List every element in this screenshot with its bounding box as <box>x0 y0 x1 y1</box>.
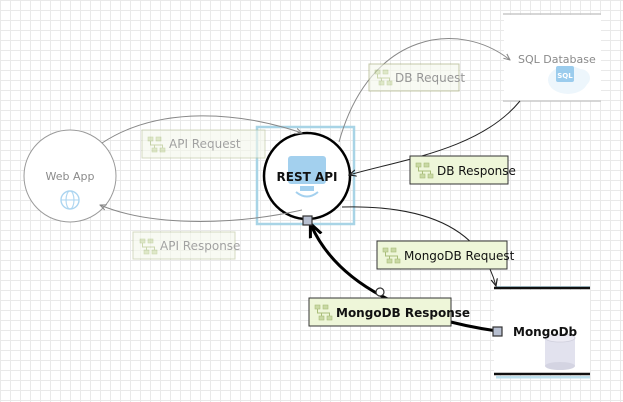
web-app-label: Web App <box>46 170 95 183</box>
sql-database-icon: SQL <box>548 66 590 94</box>
db-request-label: DB Request <box>395 71 465 85</box>
api-response-label: API Response <box>160 239 240 253</box>
db-response-flow-label[interactable]: DB Response <box>409 155 516 185</box>
connector-handle-start[interactable] <box>302 215 313 226</box>
mongodb-response-flow-label[interactable]: MongoDB Response <box>308 297 470 327</box>
sql-database-node[interactable]: SQL SQL Database <box>503 13 601 102</box>
database-cylinder-icon <box>544 333 576 370</box>
svg-text:SQL: SQL <box>557 72 573 80</box>
db-request-flow-label[interactable]: DB Request <box>368 63 465 92</box>
mongodb-request-label: MongoDB Request <box>404 249 515 263</box>
db-response-connector[interactable] <box>349 100 521 175</box>
mongodb-response-label: MongoDB Response <box>336 306 470 320</box>
rest-api-label: REST API <box>277 170 338 184</box>
monitor-icon <box>288 156 326 198</box>
db-response-label: DB Response <box>437 164 516 178</box>
mongodb-request-flow-label[interactable]: MongoDB Request <box>376 240 515 270</box>
api-request-flow-label[interactable]: API Request <box>141 129 266 159</box>
sql-database-label: SQL Database <box>518 53 596 66</box>
connector-handle-end[interactable] <box>492 326 503 337</box>
mongodb-node[interactable]: MongoDb <box>494 286 590 379</box>
web-app-circle <box>23 129 117 223</box>
db-request-connector[interactable] <box>338 38 510 143</box>
connector-midpoint-handle[interactable] <box>375 287 385 297</box>
api-response-connector[interactable] <box>100 205 303 222</box>
mongodb-label: MongoDb <box>513 325 578 339</box>
api-request-connector[interactable] <box>101 115 302 144</box>
globe-icon <box>60 190 80 210</box>
api-request-label: API Request <box>169 137 241 151</box>
api-response-flow-label[interactable]: API Response <box>132 231 240 260</box>
mongodb-bottom-highlight <box>496 376 590 379</box>
web-app-node[interactable]: Web App <box>23 129 117 223</box>
